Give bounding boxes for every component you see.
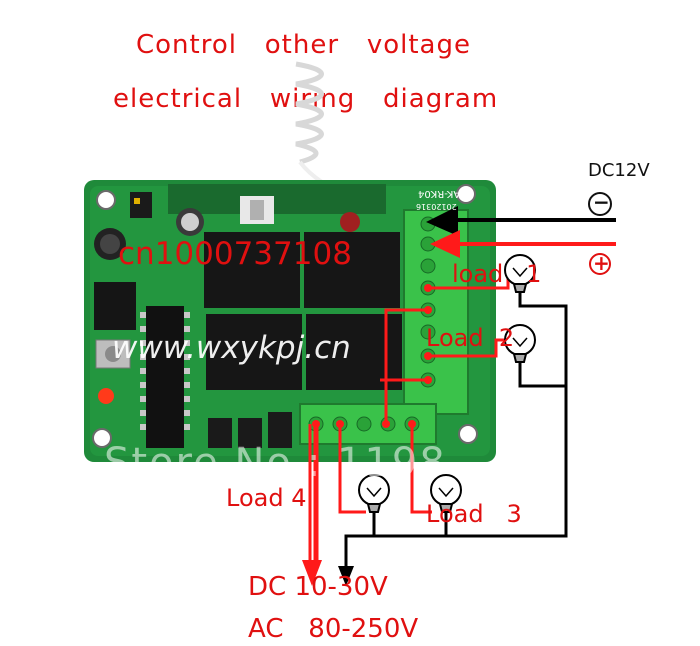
bulb-icon — [504, 254, 536, 293]
pcb-board — [84, 180, 496, 462]
supply-arrow-black — [338, 566, 354, 586]
board-model-label: AK-RK04 — [418, 188, 461, 199]
bulb-icon — [358, 474, 390, 513]
terminal-dots — [312, 284, 432, 428]
load2-label: Load 2 — [426, 324, 515, 352]
relay-3 — [206, 314, 302, 390]
bulb-icon — [430, 474, 462, 513]
antenna-coil — [295, 61, 351, 198]
dc12v-label: DC12V — [588, 160, 650, 181]
board-date-label: 20120316 — [416, 202, 457, 211]
diagram-title-line1: Control other voltage — [136, 30, 471, 60]
relay-1 — [204, 232, 300, 308]
watermark-code: cn1000737108 — [118, 236, 352, 272]
minus-symbol: − — [593, 190, 610, 214]
minus-icon — [588, 192, 612, 216]
red-wiring — [308, 270, 510, 560]
load1-label: load 1 — [452, 260, 542, 288]
load4-label: Load 4 — [226, 484, 307, 512]
load3-label: Load 3 — [426, 500, 522, 528]
supply-dc-label: DC 10-30V — [248, 572, 388, 602]
supply-ac-label: AC 80-250V — [248, 614, 419, 644]
supply-arrow-red — [302, 560, 322, 586]
plus-symbol: + — [593, 251, 610, 275]
relay-2 — [304, 232, 400, 308]
watermark-site: www.wxykpj.cn — [112, 330, 351, 366]
bulb-icon — [504, 324, 536, 363]
watermark-store: Store No.: 1198 — [104, 440, 447, 486]
dc12v-wires — [426, 206, 616, 258]
plus-icon — [589, 253, 611, 275]
